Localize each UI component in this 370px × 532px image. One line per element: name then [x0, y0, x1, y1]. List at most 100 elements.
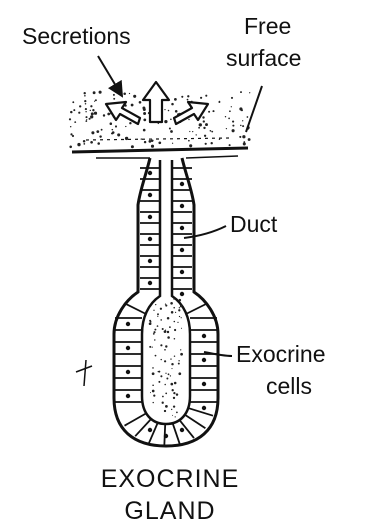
secretion-speck	[249, 92, 250, 93]
secretion-speck	[117, 133, 120, 136]
secretion-speck	[205, 95, 207, 97]
secretion-speck	[228, 118, 230, 120]
lumen-speck	[157, 325, 159, 327]
secretion-speck	[77, 143, 80, 146]
secretion-speck	[175, 110, 178, 113]
secretion-speck	[113, 98, 115, 100]
cell-nucleus	[202, 358, 206, 362]
lumen-speck	[179, 307, 180, 308]
lumen-speck	[178, 309, 180, 311]
lumen-speck	[177, 322, 178, 323]
secretion-speck	[94, 112, 97, 115]
secretion-speck	[149, 140, 152, 143]
secretion-speck	[141, 138, 142, 139]
lumen-speck	[152, 390, 155, 393]
lumen-speck	[153, 395, 155, 397]
cell-nucleus	[180, 428, 184, 432]
cell-nucleus	[148, 171, 152, 175]
lumen-speck	[179, 299, 182, 302]
secretion-speck	[143, 108, 146, 111]
secretion-speck	[203, 127, 205, 129]
lumen-speck	[164, 410, 166, 412]
lumen-speck	[168, 373, 170, 375]
secretion-speck	[187, 95, 189, 97]
secretion-speck	[101, 129, 103, 131]
secretion-speck	[91, 131, 94, 134]
secretion-speck	[79, 105, 81, 107]
secretion-speck	[242, 120, 243, 121]
secretion-speck	[93, 91, 96, 94]
lumen-speck	[178, 372, 181, 375]
secretions-label: Secretions	[22, 24, 131, 49]
lumen-secretions	[149, 298, 183, 417]
secretion-speck	[144, 141, 146, 143]
secretion-speck	[103, 114, 105, 116]
secretion-speck	[85, 111, 86, 112]
lumen-speck	[164, 384, 166, 386]
lumen-speck	[162, 328, 164, 330]
cell-nucleus	[148, 215, 152, 219]
secretion-speck	[131, 145, 134, 148]
free-surface-pointer	[246, 86, 262, 132]
secretion-speck	[143, 112, 146, 115]
secretion-speck	[174, 98, 177, 101]
secretion-speck	[242, 135, 245, 138]
epithelial-cells	[115, 168, 217, 446]
secretion-speck	[199, 123, 202, 126]
lumen-speck	[166, 378, 168, 380]
cell-boundary	[185, 415, 206, 429]
cell-nucleus	[148, 281, 152, 285]
cell-nucleus	[148, 237, 152, 241]
secretion-speck	[172, 143, 173, 144]
lumen-speck	[162, 396, 164, 398]
lumen-speck	[157, 313, 159, 315]
lumen-speck	[160, 344, 162, 346]
lumen-speck	[172, 415, 173, 416]
secretion-speck	[203, 120, 205, 122]
secretion-speck	[72, 101, 74, 103]
secretion-speck	[247, 116, 249, 118]
lumen-speck	[170, 375, 171, 376]
secretion-speck	[92, 109, 94, 111]
secretion-speck	[188, 119, 189, 120]
secretion-speck	[189, 144, 192, 147]
secretion-speck	[170, 119, 172, 121]
exocrine-cells-label-line2: cells	[266, 374, 312, 399]
secretion-speck	[164, 109, 165, 110]
secretion-speck	[169, 127, 171, 129]
secretion-speck	[242, 125, 244, 127]
cell-boundary	[125, 413, 147, 425]
secretion-speck	[171, 103, 174, 106]
secretion-speck	[158, 141, 161, 144]
lumen-speck	[180, 353, 183, 356]
lumen-speck	[181, 328, 182, 329]
secretion-speck	[97, 142, 100, 145]
secretion-speck	[192, 131, 193, 132]
lumen-speck	[174, 355, 175, 356]
lumen-speck	[150, 392, 151, 393]
secretion-speck	[91, 112, 94, 115]
lumen-speck	[165, 330, 166, 331]
secretion-arrow-right	[174, 102, 208, 124]
secretion-speck	[208, 111, 210, 113]
lumen-speck	[149, 322, 152, 325]
secretion-speck	[218, 101, 220, 103]
secretion-speck	[232, 125, 234, 127]
lumen-speck	[179, 316, 180, 317]
lumen-speck	[168, 331, 169, 332]
secretion-speck	[243, 141, 245, 143]
lumen-speck	[178, 363, 180, 365]
lumen-speck	[175, 416, 176, 417]
secretion-speck	[168, 110, 170, 112]
lumen-speck	[165, 393, 167, 395]
secretion-speck	[125, 126, 126, 127]
secretion-speck	[84, 92, 86, 94]
secretion-speck	[239, 136, 241, 138]
secretion-speck	[240, 91, 242, 93]
secretion-speck	[73, 109, 75, 111]
secretion-speck	[112, 131, 115, 134]
secretion-speck	[125, 137, 128, 140]
secretion-speck	[248, 138, 251, 141]
secretion-speck	[85, 116, 87, 118]
lumen-speck	[158, 381, 160, 383]
